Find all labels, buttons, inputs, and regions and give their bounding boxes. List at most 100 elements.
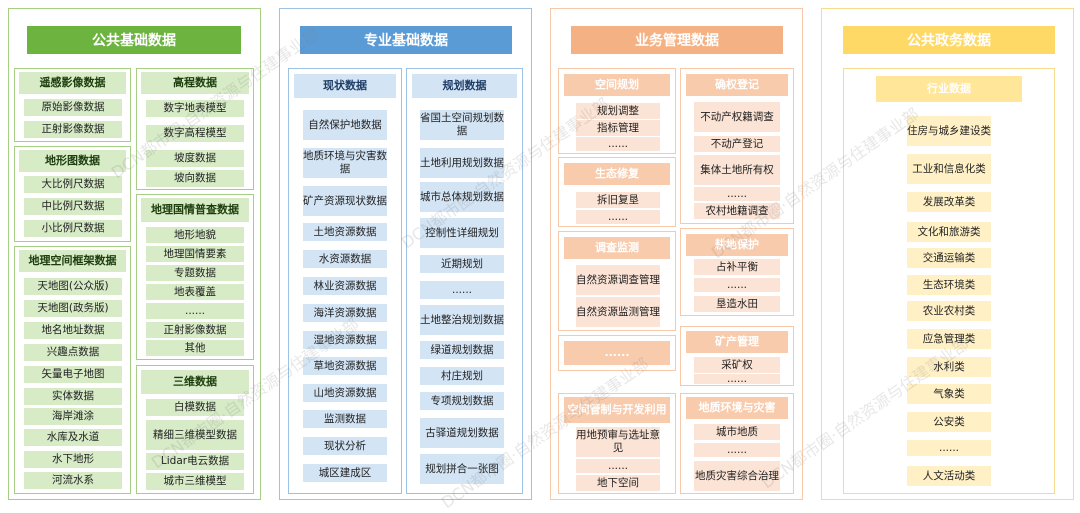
space-planning-item: 规划调整: [576, 103, 660, 119]
industry-item: 水利类: [907, 357, 991, 377]
current-item: 自然保护地数据: [303, 110, 387, 140]
topographic-item: 大比例尺数据: [24, 176, 122, 193]
business-header: 业务管理数据: [571, 26, 783, 54]
current-item: 现状分析: [303, 437, 387, 455]
industry-title: 行业数据: [876, 76, 1022, 102]
current-item: 地质环境与灾害数据: [303, 148, 387, 178]
census-panel: [136, 194, 254, 360]
ellipsis-panel: [558, 335, 676, 371]
planning-item: 控制性详细规划: [420, 218, 504, 248]
census-item: 专题数据: [146, 265, 244, 281]
census-item: ......: [146, 303, 244, 319]
planning-item: 规划拼合一张图: [420, 454, 504, 484]
space-control-panel: [558, 393, 676, 494]
industry-item: 发展改革类: [907, 192, 991, 212]
elevation-item: 坡度数据: [146, 150, 244, 167]
three-d-item: Lidar电云数据: [146, 453, 244, 470]
space-control-item: 用地预审与选址意见: [576, 427, 660, 457]
industry-item: 文化和旅游类: [907, 222, 991, 242]
three-d-title: 三维数据: [141, 370, 249, 394]
space-planning-item: 指标管理: [576, 120, 660, 136]
remote-item: 正射影像数据: [24, 121, 122, 138]
government-column: [821, 8, 1074, 500]
current-item: 林业资源数据: [303, 277, 387, 295]
current-item: 水资源数据: [303, 250, 387, 268]
space-control-title: 空间管制与开发利用: [564, 397, 670, 423]
framework-panel: [14, 246, 131, 494]
industry-item: 农业农村类: [907, 301, 991, 321]
current-item: 山地资源数据: [303, 384, 387, 402]
topographic-item: 中比例尺数据: [24, 198, 122, 215]
rights-title: 确权登记: [686, 74, 788, 96]
survey-item: 自然资源调查管理: [576, 265, 660, 295]
ecology-panel: [558, 157, 676, 227]
census-item: 地表覆盖: [146, 284, 244, 300]
framework-item: 海岸滩涂: [24, 408, 122, 425]
topographic-item: 小比例尺数据: [24, 220, 122, 237]
framework-title: 地理空间框架数据: [19, 250, 126, 272]
industry-item: 公安类: [907, 412, 991, 432]
geo-env-item: ......: [694, 443, 780, 457]
rights-item: 不动产权籍调查: [694, 102, 780, 132]
government-header: 公共政务数据: [843, 26, 1055, 54]
ecology-item: ......: [576, 210, 660, 224]
planning-data-title: 规划数据: [412, 74, 517, 98]
public-basic-header: 公共基础数据: [27, 26, 241, 54]
census-item: 地理国情要素: [146, 246, 244, 262]
professional-column: [279, 8, 532, 500]
mineral-title: 矿产管理: [686, 331, 788, 353]
space-planning-panel: [558, 68, 676, 154]
elevation-title: 高程数据: [141, 72, 249, 94]
topographic-panel: [14, 146, 131, 242]
survey-title: 调查监测: [564, 237, 670, 259]
geo-env-title: 地质环境与灾害: [686, 397, 788, 419]
census-title: 地理国情普查数据: [141, 198, 249, 222]
space-control-item: ......: [576, 459, 660, 473]
current-item: 矿产资源现状数据: [303, 186, 387, 216]
current-item: 监测数据: [303, 410, 387, 428]
elevation-item: 数字高程模型: [146, 125, 244, 142]
current-item: 草地资源数据: [303, 357, 387, 375]
rights-item: 农村地籍调查: [694, 203, 780, 219]
industry-item: 人文活动类: [907, 466, 991, 486]
current-item: 城区建成区: [303, 464, 387, 482]
mineral-item: 采矿权: [694, 357, 780, 373]
current-item: 湿地资源数据: [303, 331, 387, 349]
farmland-title: 耕地保护: [686, 234, 788, 256]
three-d-item: 白模数据: [146, 399, 244, 416]
industry-item: 气象类: [907, 384, 991, 404]
survey-item: 自然资源监测管理: [576, 297, 660, 327]
planning-item: 省国土空间规划数据: [420, 110, 504, 140]
ellipsis-title: ......: [564, 341, 670, 365]
ecology-title: 生态修复: [564, 163, 670, 185]
space-control-item: 地下空间: [576, 475, 660, 491]
census-item: 其他: [146, 340, 244, 356]
census-item: 正射影像数据: [146, 322, 244, 338]
framework-item: 实体数据: [24, 388, 122, 405]
planning-item: 土地利用规划数据: [420, 148, 504, 178]
planning-item: 专项规划数据: [420, 392, 504, 410]
industry-item: 应急管理类: [907, 329, 991, 349]
topographic-title: 地形图数据: [19, 150, 126, 172]
elevation-item: 坡向数据: [146, 170, 244, 187]
framework-item: 地名地址数据: [24, 322, 122, 339]
three-d-item: 城市三维模型: [146, 473, 244, 490]
farmland-item: 占补平衡: [694, 259, 780, 275]
planning-item: 土地整治规划数据: [420, 305, 504, 335]
remote-sensing-panel: [14, 68, 131, 142]
business-column: [550, 8, 803, 500]
elevation-panel: [136, 68, 254, 190]
planning-item: ......: [420, 281, 504, 299]
three-d-item: 精细三维模型数据: [146, 420, 244, 450]
planning-item: 古驿道规划数据: [420, 418, 504, 448]
ecology-item: 拆旧复垦: [576, 192, 660, 208]
framework-item: 天地图(政务版): [24, 300, 122, 317]
planning-item: 村庄规划: [420, 367, 504, 385]
census-item: 地形地貌: [146, 227, 244, 243]
rights-panel: [680, 68, 794, 224]
survey-panel: [558, 231, 676, 331]
remote-sensing-title: 遥感影像数据: [19, 72, 126, 94]
current-item: 土地资源数据: [303, 223, 387, 241]
public-basic-column: [8, 8, 261, 500]
farmland-item: ......: [694, 278, 780, 292]
